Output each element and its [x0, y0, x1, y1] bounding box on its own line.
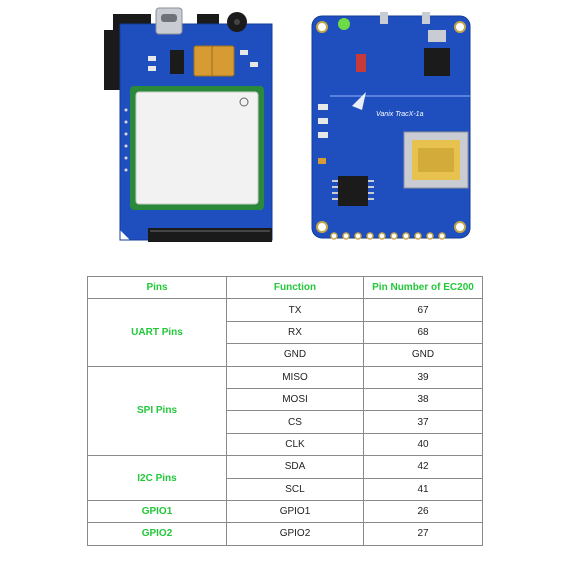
board-photos: Vanix TracX-1a — [104, 7, 471, 242]
pin-number-cell: 38 — [363, 387, 483, 412]
pin-group-label: I2C Pins — [87, 455, 227, 501]
header-function: Function — [226, 275, 364, 300]
pin-number-cell: 39 — [363, 365, 483, 389]
pin-group-label: GPIO2 — [87, 522, 227, 546]
function-cell: GPIO2 — [226, 522, 364, 546]
pin-group-label: UART Pins — [87, 298, 227, 367]
pin-number-cell: 68 — [363, 320, 483, 345]
function-cell: SCL — [226, 477, 364, 501]
pin-group-label: GPIO1 — [87, 499, 227, 524]
pin-number-cell: 41 — [363, 477, 483, 501]
header-pins: Pins — [87, 275, 227, 300]
pin-number-cell: 27 — [363, 522, 483, 546]
pin-number-cell: GND — [363, 343, 483, 367]
brand-text: Vanix TracX-1a — [376, 111, 424, 118]
function-cell: CS — [226, 410, 364, 434]
function-cell: RX — [226, 320, 364, 345]
pin-number-cell: 26 — [363, 499, 483, 524]
function-cell: TX — [226, 298, 364, 322]
board-front — [104, 7, 273, 242]
function-cell: MISO — [226, 365, 364, 389]
function-cell: SDA — [226, 455, 364, 479]
pin-mapping-table: Pins Function Pin Number of EC200 UART P… — [87, 275, 483, 546]
function-cell: GND — [226, 343, 364, 367]
pin-number-cell: 67 — [363, 298, 483, 322]
header-pin-number: Pin Number of EC200 — [363, 275, 483, 300]
pin-group-label: SPI Pins — [87, 365, 227, 457]
pin-number-cell: 37 — [363, 410, 483, 434]
pin-number-cell: 40 — [363, 432, 483, 457]
pin-number-cell: 42 — [363, 455, 483, 479]
function-cell: CLK — [226, 432, 364, 457]
function-cell: GPIO1 — [226, 499, 364, 524]
board-back: Vanix TracX-1a — [311, 12, 471, 240]
function-cell: MOSI — [226, 387, 364, 412]
table-header-row: Pins Function Pin Number of EC200 — [87, 275, 483, 300]
